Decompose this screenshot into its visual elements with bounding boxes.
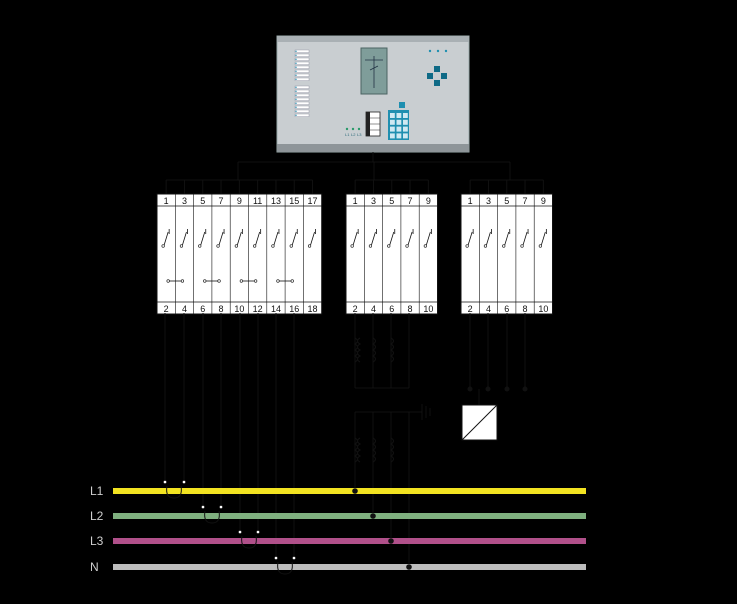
terminal-bottom-label: 6 — [200, 304, 205, 314]
busbar-l2: L2 — [90, 509, 586, 523]
voltage-transformer-upper — [353, 337, 395, 363]
ground-icon — [421, 404, 431, 420]
busbar-l3: L3 — [90, 534, 586, 548]
ct-terminal-dots — [163, 480, 296, 560]
terminal-top-label: 5 — [389, 196, 394, 206]
terminal-bottom-label: 10 — [538, 304, 548, 314]
terminal-top-label: 7 — [523, 196, 528, 206]
terminal-module-2: 1 2 3 4 5 6 7 8 9 10 — [345, 179, 438, 315]
terminal-bottom-label: 2 — [468, 304, 473, 314]
terminal-bottom-label: 4 — [486, 304, 491, 314]
terminal-bottom-label: 18 — [308, 304, 318, 314]
indicator-label-l2: L2 — [351, 132, 356, 137]
busbar-label: L3 — [90, 534, 104, 548]
terminal-bottom-label: 10 — [423, 304, 433, 314]
terminal-bottom-label: 4 — [182, 304, 187, 314]
terminal-bottom-label: 12 — [253, 304, 263, 314]
terminal-top-label: 1 — [353, 196, 358, 206]
terminal-bottom-label: 2 — [353, 304, 358, 314]
control-bus — [237, 152, 511, 180]
terminal-top-label: 3 — [371, 196, 376, 206]
terminal-top-label: 13 — [271, 196, 281, 206]
terminal-top-label: 3 — [486, 196, 491, 206]
indicator-label-l3: L3 — [357, 132, 362, 137]
terminal-bottom-label: 8 — [219, 304, 224, 314]
terminal-bottom-label: 6 — [389, 304, 394, 314]
terminal-bottom-label: 10 — [234, 304, 244, 314]
terminal-bottom-label: 16 — [289, 304, 299, 314]
terminal-top-label: 1 — [164, 196, 169, 206]
busbar-label: N — [90, 560, 99, 574]
busbar-n: N — [90, 560, 586, 574]
terminal-top-label: 7 — [219, 196, 224, 206]
busbar-label: L1 — [90, 484, 104, 498]
busbar-l1: L1 — [90, 484, 586, 498]
keypad-icon[interactable] — [388, 110, 409, 140]
terminal-top-label: 9 — [237, 196, 242, 206]
terminal-top-label: 3 — [182, 196, 187, 206]
busbar-label: L2 — [90, 509, 104, 523]
terminal-top-label: 5 — [200, 196, 205, 206]
relay-device: L1 L2 L3 — [276, 35, 470, 153]
terminal-top-label: 5 — [504, 196, 509, 206]
voltage-transformer-lower — [353, 437, 395, 463]
transducer-terminals — [467, 386, 528, 392]
terminal-top-label: 9 — [426, 196, 431, 206]
terminal-top-label: 15 — [289, 196, 299, 206]
led-column — [294, 49, 310, 117]
terminal-top-label: 1 — [468, 196, 473, 206]
navigation-cross-icon[interactable] — [427, 66, 447, 86]
terminal-bottom-label: 2 — [164, 304, 169, 314]
terminal-bottom-label: 8 — [523, 304, 528, 314]
terminal-top-label: 11 — [253, 196, 262, 206]
terminal-bottom-label: 8 — [408, 304, 413, 314]
terminal-module-3: 1 2 3 4 5 6 7 8 9 10 — [460, 179, 553, 315]
terminal-top-label: 7 — [408, 196, 413, 206]
indicator-leds: L1 L2 L3 — [345, 127, 362, 137]
terminal-bottom-label: 4 — [371, 304, 376, 314]
terminal-bottom-label: 6 — [504, 304, 509, 314]
terminal-top-label: 17 — [308, 196, 318, 206]
vt-bus-connections — [352, 488, 412, 570]
terminal-top-label: 9 — [541, 196, 546, 206]
transducer-icon — [461, 404, 498, 441]
terminal-bottom-label: 14 — [271, 304, 281, 314]
indicator-label-l1: L1 — [345, 132, 350, 137]
terminal-modules: 1234567891011121314151617181234567891012… — [156, 179, 553, 315]
current-transformers — [166, 485, 293, 575]
